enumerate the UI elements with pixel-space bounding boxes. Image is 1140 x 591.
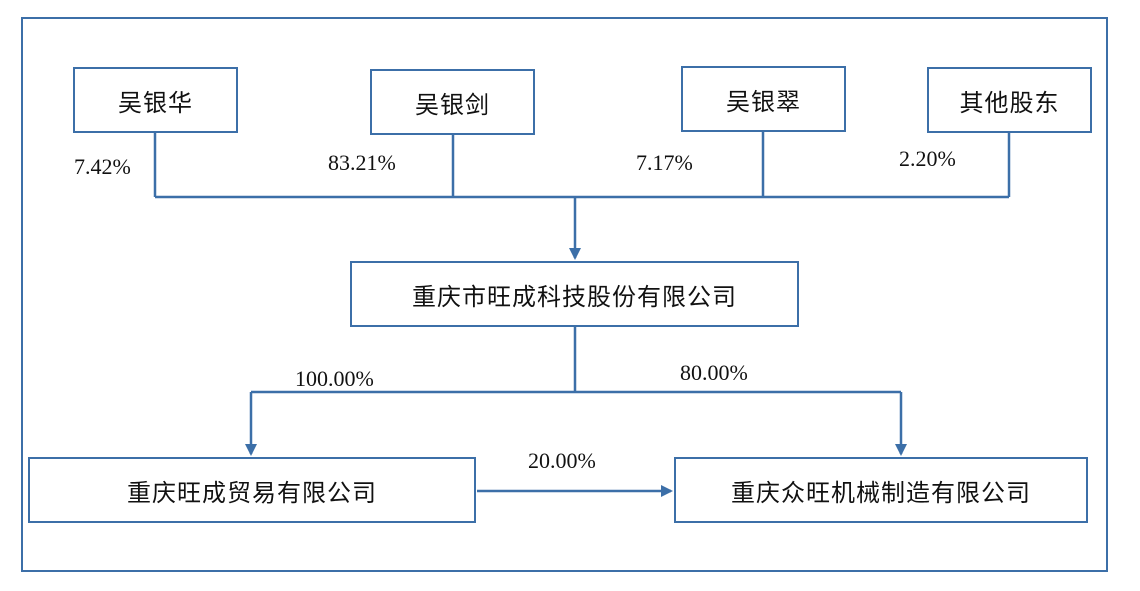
shareholder-box-2: 吴银剑 [370, 69, 535, 135]
shareholder-name: 吴银翠 [726, 87, 801, 116]
parent-company-box: 重庆市旺成科技股份有限公司 [350, 261, 799, 327]
shareholder-percent-1: 7.42% [74, 154, 131, 179]
shareholder-name: 吴银华 [118, 88, 193, 117]
subsidiary-box-1: 重庆旺成贸易有限公司 [28, 457, 476, 523]
shareholder-box-4: 其他股东 [927, 67, 1092, 133]
subsidiary-name: 重庆旺成贸易有限公司 [127, 478, 377, 507]
subsidiary-name: 重庆众旺机械制造有限公司 [731, 478, 1031, 507]
shareholder-percent-4: 2.20% [899, 146, 956, 171]
subsidiary-percent-1: 100.00% [295, 366, 374, 391]
shareholder-name: 吴银剑 [415, 90, 490, 119]
shareholder-box-1: 吴银华 [73, 67, 238, 133]
cross-holding-percent: 20.00% [528, 448, 596, 473]
parent-company-name: 重庆市旺成科技股份有限公司 [412, 282, 737, 311]
subsidiary-percent-2: 80.00% [680, 360, 748, 385]
shareholder-percent-2: 83.21% [328, 150, 396, 175]
subsidiary-box-2: 重庆众旺机械制造有限公司 [674, 457, 1088, 523]
shareholder-name: 其他股东 [959, 88, 1060, 117]
shareholder-box-3: 吴银翠 [681, 66, 846, 132]
shareholder-percent-3: 7.17% [636, 150, 693, 175]
diagram-frame [21, 17, 1108, 572]
